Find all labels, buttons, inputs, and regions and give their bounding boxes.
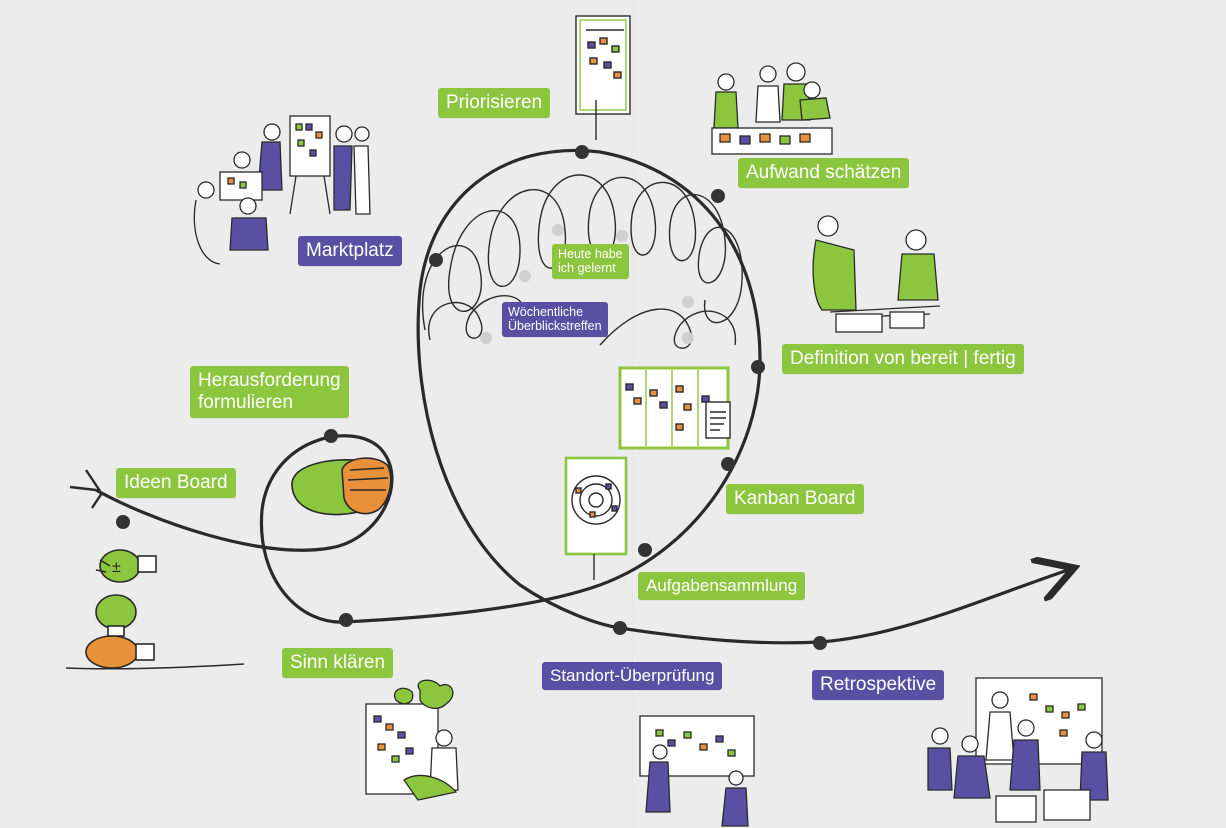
- label-herausforderung: Herausforderung formulieren: [190, 366, 349, 418]
- fist-icon: [291, 457, 392, 516]
- retrospective-team-icon: [927, 677, 1109, 823]
- label-heute-gelernt-line1: Heute habe: [558, 247, 623, 261]
- label-ideen-board: Ideen Board: [116, 468, 236, 498]
- label-woechentliche-line2: Überblickstreffen: [508, 319, 602, 334]
- marketplace-people-icon: [193, 115, 371, 265]
- label-definition: Definition von bereit | fertig: [782, 344, 1024, 374]
- label-heute-gelernt-line2: ich gelernt: [558, 261, 616, 276]
- label-standort: Standort-Überprüfung: [542, 662, 723, 690]
- flipchart-target-icon: [564, 456, 628, 580]
- label-heute-gelernt: Heute habe ich gelernt: [552, 244, 629, 279]
- label-retrospektive: Retrospektive: [812, 670, 945, 700]
- milestone-dots: [116, 145, 827, 650]
- svg-text:±: ±: [112, 559, 121, 576]
- path-tail-icon: [69, 469, 103, 509]
- label-aufgabensammlung: Aufgabensammlung: [638, 572, 806, 600]
- label-woechentliche-line1: Wöchentliche: [508, 305, 584, 319]
- label-herausforderung-line2: formulieren: [198, 391, 294, 413]
- label-herausforderung-line1: Herausforderung: [198, 370, 341, 391]
- lightbulb-stack-icon: ±: [65, 549, 245, 670]
- flipchart-prioritize-icon: [575, 15, 631, 140]
- label-woechentliche: Wöchentliche Überblickstreffen: [502, 302, 608, 337]
- definition-team-icon: [812, 215, 941, 333]
- loop-dots: [480, 224, 694, 344]
- label-kanban-board: Kanban Board: [726, 484, 864, 514]
- label-sinn-klaeren: Sinn klären: [282, 648, 394, 678]
- label-aufwand-schaetzen: Aufwand schätzen: [738, 158, 910, 188]
- kanban-board-icon: [618, 366, 731, 450]
- review-board-icon: [639, 715, 755, 827]
- estimation-team-icon: [711, 62, 833, 155]
- meaning-board-icon: [365, 679, 459, 801]
- label-marktplatz: Marktplatz: [298, 236, 402, 266]
- label-priorisieren: Priorisieren: [438, 88, 551, 118]
- learning-loops-lower: [427, 295, 736, 349]
